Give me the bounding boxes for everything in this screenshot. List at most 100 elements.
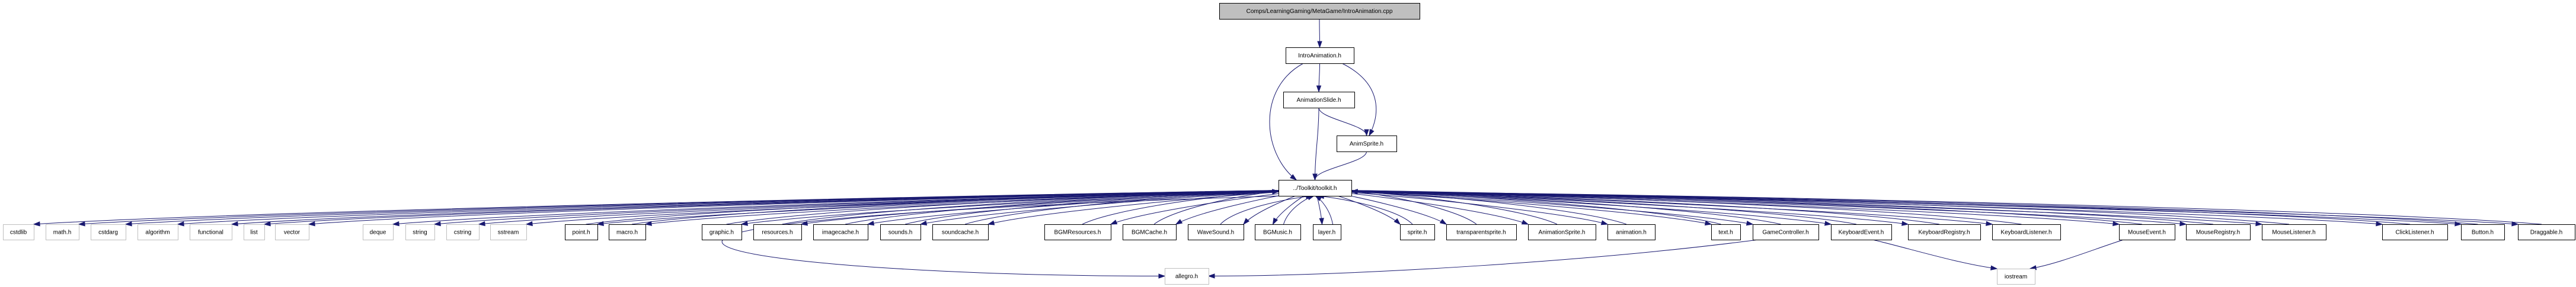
node-draggable[interactable]: Draggable.h	[2518, 224, 2575, 240]
node-math[interactable]: math.h	[46, 224, 79, 240]
node-string[interactable]: string	[405, 224, 435, 240]
edge-draggable-to-toolkit	[1350, 189, 2542, 225]
node-sprite[interactable]: sprite.h	[1400, 224, 1435, 240]
arrowhead-icon	[987, 220, 995, 225]
node-label: IntroAnimation.h	[1298, 53, 1341, 59]
node-cstring[interactable]: cstring	[446, 224, 480, 240]
node-box	[1528, 224, 1596, 240]
node-box	[1165, 268, 1209, 285]
node-box	[1283, 92, 1355, 108]
node-wave-sound[interactable]: WaveSound.h	[1188, 224, 1244, 240]
node-label: Comps/LearningGaming/MetaGame/IntroAnima…	[1247, 8, 1393, 15]
arrowhead-icon	[33, 221, 40, 227]
node-cstdlib[interactable]: cstdlib	[3, 224, 34, 240]
node-label: algorithm	[145, 230, 170, 236]
edge-toolkit-to-vector	[308, 190, 1290, 227]
node-iostream[interactable]: iostream	[1997, 269, 2035, 285]
arrowhead-icon	[2511, 221, 2519, 227]
node-resources[interactable]: resources.h	[753, 224, 802, 240]
node-label: sstream	[498, 230, 519, 236]
edge-line	[1351, 191, 2022, 225]
node-sstream[interactable]: sstream	[490, 224, 527, 240]
arrowhead-icon	[1901, 221, 1909, 226]
edge-keyboard-event-to-iostream	[1872, 239, 1998, 270]
node-box	[1908, 224, 1981, 240]
node-cstdarg[interactable]: cstdarg	[91, 224, 126, 240]
node-label: KeyboardRegistry.h	[1918, 230, 1970, 236]
node-bgmresources[interactable]: BGMResources.h	[1044, 224, 1111, 240]
arrowhead-icon	[525, 221, 533, 227]
edge-line	[1322, 190, 1608, 225]
node-label: vector	[284, 230, 301, 236]
edge-line	[1351, 191, 1940, 225]
node-deque[interactable]: deque	[363, 224, 394, 240]
node-imagecache[interactable]: imagecache.h	[813, 224, 868, 240]
node-toolkit[interactable]: ../Toolkit/toolkit.h	[1279, 180, 1352, 196]
arrowhead-icon	[263, 221, 271, 227]
arrowhead-icon	[1824, 221, 1832, 226]
node-label: BGMResources.h	[1054, 230, 1101, 236]
edge-animation-slide-to-anim-sprite	[1318, 107, 1369, 137]
node-mouse-listener[interactable]: MouseListener.h	[2262, 224, 2326, 240]
node-box	[1400, 224, 1435, 240]
arrowhead-icon	[1243, 218, 1250, 225]
node-layer[interactable]: layer.h	[1313, 224, 1341, 240]
node-intro-animation[interactable]: IntroAnimation.h	[1286, 47, 1354, 64]
node-label: BGMCache.h	[1132, 230, 1167, 236]
node-label: graphic.h	[709, 230, 734, 236]
node-box	[1044, 224, 1111, 240]
node-bgmcache[interactable]: BGMCache.h	[1123, 224, 1177, 240]
node-box	[138, 224, 178, 240]
edges-layer	[33, 18, 2542, 279]
node-root[interactable]: Comps/LearningGaming/MetaGame/IntroAnima…	[1219, 3, 1420, 20]
node-box	[405, 224, 435, 240]
arrowhead-icon	[1272, 189, 1280, 195]
node-soundcache[interactable]: soundcache.h	[932, 224, 989, 240]
node-animation[interactable]: animation.h	[1607, 224, 1655, 240]
node-macro[interactable]: macro.h	[609, 224, 646, 240]
node-animation-sprite[interactable]: AnimationSprite.h	[1528, 224, 1596, 240]
node-label: string	[413, 230, 427, 236]
node-bgmusic[interactable]: BGMusic.h	[1255, 224, 1301, 240]
node-box	[1313, 224, 1341, 240]
node-algorithm[interactable]: algorithm	[138, 224, 178, 240]
node-keyboard-listener[interactable]: KeyboardListener.h	[1992, 224, 2061, 240]
node-box	[1831, 224, 1892, 240]
node-vector[interactable]: vector	[275, 224, 309, 240]
node-functional[interactable]: functional	[190, 224, 232, 240]
node-click-listener[interactable]: ClickListener.h	[2382, 224, 2448, 240]
node-list[interactable]: list	[244, 224, 265, 240]
node-keyboard-registry[interactable]: KeyboardRegistry.h	[1908, 224, 1981, 240]
node-graphic[interactable]: graphic.h	[702, 224, 742, 240]
arrowhead-icon	[1364, 129, 1369, 137]
edge-intro-animation-to-anim-sprite	[1341, 63, 1377, 137]
node-keyboard-event[interactable]: KeyboardEvent.h	[1831, 224, 1892, 240]
node-mouse-registry[interactable]: MouseRegistry.h	[2186, 224, 2251, 240]
node-box	[1992, 224, 2061, 240]
node-label: soundcache.h	[942, 230, 979, 236]
node-mouse-event[interactable]: MouseEvent.h	[2119, 224, 2175, 240]
arrowhead-icon	[1369, 128, 1375, 137]
node-button[interactable]: Button.h	[2461, 224, 2505, 240]
node-game-controller[interactable]: GameController.h	[1753, 224, 1819, 240]
node-animation-slide[interactable]: AnimationSlide.h	[1283, 92, 1355, 108]
node-label: Draggable.h	[2530, 230, 2562, 236]
node-label: text.h	[1718, 230, 1733, 236]
node-label: MouseRegistry.h	[2196, 230, 2240, 236]
arrowhead-icon	[124, 221, 132, 227]
node-transparentsprite[interactable]: transparentsprite.h	[1446, 224, 1517, 240]
node-label: allegro.h	[1175, 273, 1198, 280]
edge-line	[1082, 191, 1279, 225]
node-sounds[interactable]: sounds.h	[880, 224, 921, 240]
arrowhead-icon	[1316, 85, 1322, 93]
node-point[interactable]: point.h	[565, 224, 598, 240]
node-anim-sprite[interactable]: AnimSprite.h	[1337, 136, 1397, 152]
arrowhead-icon	[596, 221, 604, 226]
node-box	[91, 224, 126, 240]
node-allegro[interactable]: allegro.h	[1165, 268, 1209, 285]
node-box	[1279, 180, 1352, 196]
node-text[interactable]: text.h	[1711, 224, 1741, 240]
edge-line	[1351, 191, 2542, 225]
arrowhead-icon	[1158, 273, 1166, 279]
edge-line	[1872, 239, 1997, 269]
